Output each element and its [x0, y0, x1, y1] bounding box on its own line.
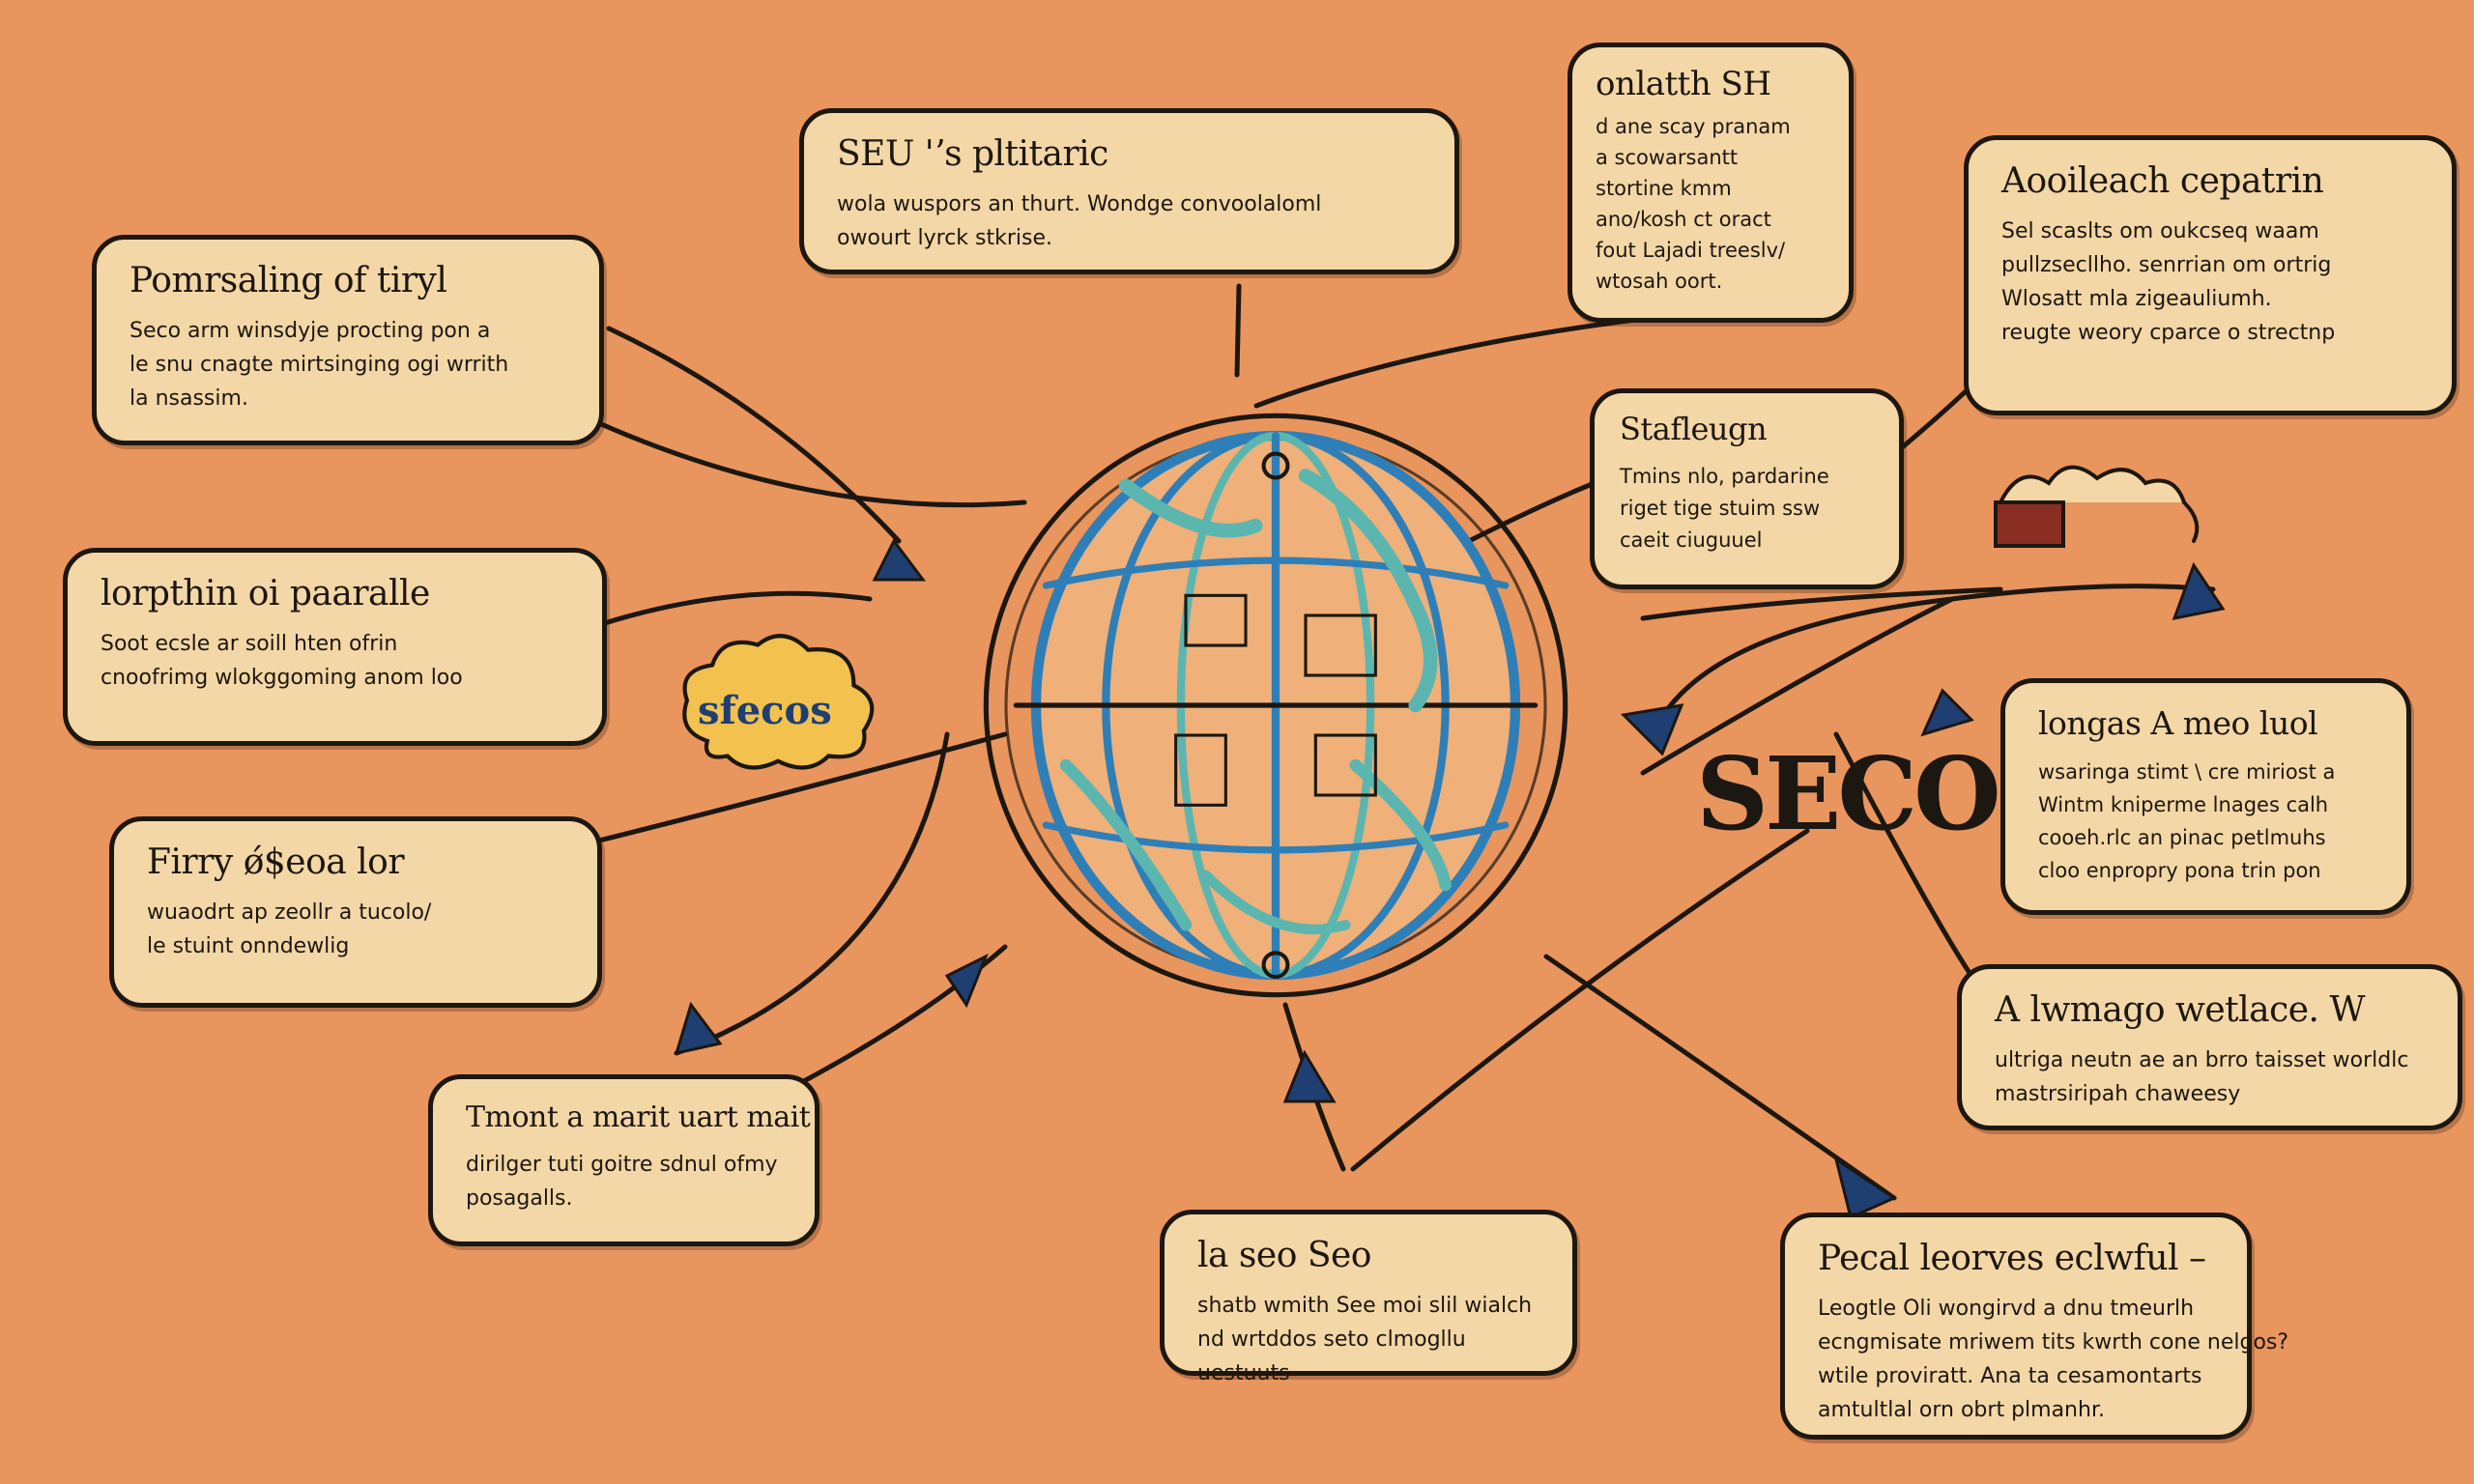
- note-title: Stafleugn: [1620, 411, 1768, 447]
- connector-seco-right: [1833, 731, 1974, 979]
- note-line: ano/kosh ct oract: [1596, 208, 1771, 231]
- note-line: ecngmisate mriwem tits kwrth cone nelgos…: [1818, 1330, 2289, 1355]
- note-line: wsaringa stimt \ cre miriost a: [2038, 760, 2336, 784]
- globe-icon: [983, 413, 1568, 998]
- note-middle-left: lorpthin oi paaralle Soot ecsle ar soill…: [63, 548, 607, 746]
- connector-loop-left: [674, 731, 950, 1056]
- connector-left-cross: [538, 393, 1027, 508]
- connector-pomrsaling-note: [606, 326, 902, 544]
- note-line: reugte weory cparce o strectnp: [2001, 321, 2336, 345]
- note-line: cnoofrimg wlokggoming anom loo: [101, 666, 463, 690]
- note-lower-left: Firry ǿ$eoa lor wuaodrt ap zeollr a tuco…: [109, 816, 602, 1008]
- note-line: stortine kmm: [1596, 177, 1732, 200]
- note-line: nd wrtddos seto clmogllu: [1197, 1327, 1466, 1352]
- connector-seco-seven: [1640, 586, 2003, 621]
- note-line: la nsassim.: [129, 386, 248, 411]
- note-title: Pomrsaling of tiryl: [129, 261, 447, 300]
- note-line: Sel scaslts om oukcseq waam: [2001, 219, 2319, 243]
- arrowhead: [1620, 703, 1684, 756]
- connector-firry-note: [596, 731, 1008, 843]
- arrowhead: [872, 538, 926, 582]
- note-line: caeit ciuguuel: [1620, 528, 1763, 552]
- note-title: onlatth SH: [1596, 65, 1771, 103]
- arrowhead: [2172, 561, 2226, 620]
- note-title: Aooileach cepatrin: [2001, 161, 2324, 201]
- note-right-middle: longas A meo luol wsaringa stimt \ cre m…: [2000, 678, 2411, 915]
- note-bottom-center: la seo Seo shatb wmith See moi slil wial…: [1160, 1210, 1577, 1385]
- note-line: wola wuspors an thurt. Wondge convoolalo…: [837, 192, 1322, 216]
- note-line: shatb wmith See moi slil wialch: [1197, 1294, 1533, 1318]
- note-line: wtosah oort.: [1596, 270, 1723, 293]
- note-bottom-left: Tmont a marit uart mait dirilger tuti go…: [428, 1074, 820, 1246]
- connector-onlatth-note: [1253, 316, 1646, 409]
- note-lower-right: A lwmago wetlace. W ultriga neutn ae an …: [1957, 964, 2462, 1130]
- note-title: Pecal leorves eclwful –: [1818, 1239, 2206, 1278]
- note-line: cooeh.rlc an pinac petlmuhs: [2038, 826, 2326, 849]
- connector-tmont-note: [799, 944, 1008, 1085]
- note-line: owourt lyrck stkrise.: [837, 226, 1053, 250]
- arrowhead: [674, 1001, 723, 1056]
- note-title: Tmont a marit uart mait: [466, 1100, 811, 1134]
- note-top-center: SEU 'ʼs pltitaric wola wuspors an thurt.…: [799, 108, 1459, 274]
- note-upper-left: Pomrsaling of tiryl Seco arm winsdyje pr…: [92, 235, 604, 445]
- note-line: riget tige stuim ssw: [1620, 497, 1821, 520]
- cloud-icon: [682, 634, 875, 770]
- connector-top-note: [1234, 283, 1242, 378]
- note-line: Tmins nlo, pardarine: [1620, 465, 1829, 488]
- note-line: uestuuts: [1197, 1361, 1290, 1385]
- decorative-basket-icon: [1994, 465, 2200, 548]
- cloud-label: sfecos: [698, 688, 832, 733]
- note-line: mastrsiripah chaweesy: [1995, 1082, 2241, 1106]
- note-title: Firry ǿ$eoa lor: [147, 842, 405, 882]
- arrowhead: [1833, 1156, 1898, 1220]
- note-line: le snu cnagte mirtsinging ogi wrrith: [129, 353, 509, 377]
- arrowhead: [944, 953, 989, 1009]
- note-bottom-right: Pecal leorves eclwful – Leogtle Oli wong…: [1780, 1213, 2289, 1440]
- note-line: a scowarsantt: [1596, 146, 1739, 169]
- note-line: ultriga neutn ae an brro taisset worldlc: [1995, 1048, 2409, 1072]
- arrowhead: [1282, 1049, 1337, 1103]
- note-line: dirilger tuti goitre sdnul ofmy: [466, 1153, 778, 1177]
- note-line: fout Lajadi treeslv/: [1596, 239, 1786, 262]
- seco-label: SECO: [1696, 734, 2001, 853]
- connector-seco-lase: [1350, 828, 1810, 1172]
- note-line: wtile proviratt. Ana ta cesamontarts: [1818, 1364, 2202, 1388]
- note-title: lorpthin oi paaralle: [101, 574, 430, 614]
- note-line: Leogtle Oli wongirvd a dnu tmeurlh: [1818, 1297, 2195, 1321]
- note-top-right: Aooileach cepatrin Sel scaslts om oukcse…: [1964, 135, 2457, 415]
- note-line: Soot ecsle ar soill hten ofrin: [101, 632, 398, 656]
- note-line: Wintm kniperme lnages calh: [2038, 793, 2329, 816]
- connector-stafleugn-note: [1466, 480, 1597, 544]
- note-line: pullzsecllho. senrrian om ortrig: [2001, 253, 2332, 277]
- arrowhead: [1920, 688, 1974, 737]
- note-line: le stuint onndewlig: [147, 934, 350, 958]
- connector-lorpthin-cloud: [587, 590, 873, 631]
- note-title: longas A meo luol: [2038, 704, 2318, 742]
- note-line: Seco arm winsdyje procting pon a: [129, 319, 491, 343]
- note-line: cloo enpropry pona trin pon: [2038, 859, 2321, 882]
- note-line: d ane scay pranam: [1596, 115, 1791, 138]
- note-middle-right-small: Stafleugn Tmins nlo, pardarine riget tig…: [1590, 388, 1904, 589]
- note-line: wuaodrt ap zeollr a tucolo/: [147, 900, 432, 925]
- note-line: amtultlal orn obrt plmanhr.: [1818, 1398, 2105, 1422]
- connector-longas-seco: [1640, 596, 1955, 776]
- note-title: SEU 'ʼs pltitaric: [837, 134, 1108, 174]
- note-top-right-small: onlatth SH d ane scay pranam a scowarsan…: [1568, 43, 1854, 323]
- note-line: Wlosatt mla zigeauliumh.: [2001, 287, 2272, 311]
- note-line: posagalls.: [466, 1186, 573, 1211]
- note-title: la seo Seo: [1197, 1236, 1371, 1275]
- note-title: A lwmago wetlace. W: [1995, 990, 2365, 1030]
- connector-loop-right: [1650, 584, 2216, 737]
